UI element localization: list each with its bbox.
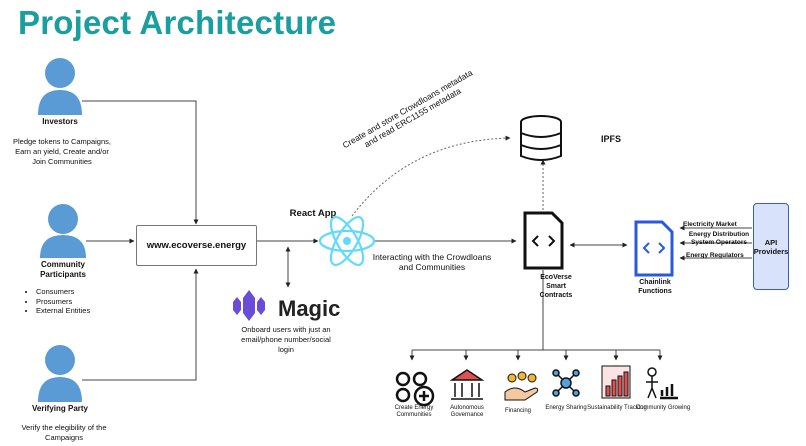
feed-label: Energy Regulators xyxy=(686,252,744,259)
feed-label: Energy Distribution System Operators xyxy=(688,231,750,246)
governance-icon xyxy=(449,369,485,400)
smart-contracts-label: EcoVerse Smart Contracts xyxy=(539,274,573,299)
community-person-icon xyxy=(40,204,86,258)
community-icon xyxy=(395,371,435,407)
page-title: Project Architecture xyxy=(18,4,337,41)
list-item: External Entities xyxy=(36,306,90,316)
chainlink-functions-label: Chainlink Functions xyxy=(638,279,672,295)
investors-description: Pledge tokens to Campaigns, Earn an yiel… xyxy=(13,137,111,166)
growth-icon xyxy=(646,367,678,400)
api-providers-label: API Providers xyxy=(753,237,789,256)
smart-contract-icon xyxy=(523,211,564,270)
actor-connectors xyxy=(82,100,752,381)
feature-label: Sustainability Tracking xyxy=(587,405,647,411)
investor-person-icon xyxy=(38,58,82,115)
verifying-person-icon xyxy=(38,345,82,402)
feature-label: Autonomous Governance xyxy=(450,405,484,418)
verifying-party-label: Verifying Party xyxy=(31,404,89,413)
chainlink-icon xyxy=(634,220,674,277)
verifying-party-description: Verify the elegibility of the Campaigns xyxy=(21,423,107,442)
community-participants-label: Community Participants xyxy=(40,260,86,279)
list-item: Consumers xyxy=(36,287,90,297)
feature-label: Financing xyxy=(504,408,531,414)
magic-description: Onboard users with just an email/phone n… xyxy=(241,325,331,354)
list-item: Prosumers xyxy=(36,297,90,307)
magic-wordmark: Magic xyxy=(278,296,341,321)
react-app-label: React App xyxy=(289,208,337,219)
magic-logo-icon xyxy=(233,290,265,321)
feature-label: Energy Sharing xyxy=(545,405,587,411)
feature-label: Create Energy Communities xyxy=(394,405,434,418)
financing-icon xyxy=(504,371,539,401)
sharing-icon xyxy=(552,369,580,397)
feed-label: Electricity Market xyxy=(683,221,737,228)
api-providers-box: API Providers xyxy=(753,203,789,290)
community-participants-list: Consumers Prosumers External Entities xyxy=(22,287,90,316)
database-icon xyxy=(520,115,562,161)
website-box: www.ecoverse.energy xyxy=(136,225,257,266)
tracking-icon xyxy=(601,365,631,399)
interacting-note: Interacting with the Crowdloans and Comm… xyxy=(372,252,492,272)
ipfs-links xyxy=(351,135,546,217)
react-icon xyxy=(318,215,376,267)
ipfs-label: IPFS xyxy=(601,134,622,144)
feature-label: Community Growing xyxy=(635,405,691,411)
investors-label: Investors xyxy=(42,117,78,126)
